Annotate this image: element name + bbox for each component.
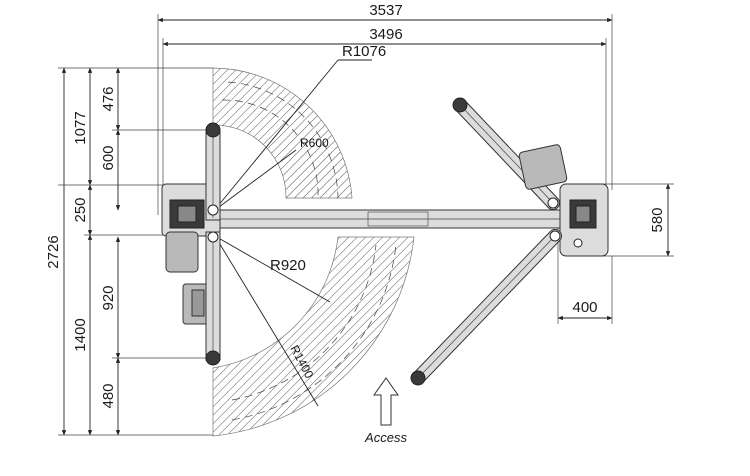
dim-label-400: 400: [572, 299, 597, 316]
dim-label-1077: 1077: [72, 111, 89, 144]
dim-left: [58, 67, 213, 436]
right-column: [559, 183, 609, 257]
dim-label-1400: 1400: [72, 318, 89, 351]
dim-label-250: 250: [72, 197, 89, 222]
left-arms: [205, 122, 221, 366]
right-arm-upper: [452, 97, 568, 210]
lift-pad-icon: [205, 122, 221, 138]
dim-label-476: 476: [100, 86, 117, 111]
dim-label-3496: 3496: [369, 26, 402, 43]
dim-label-3537: 3537: [369, 2, 402, 19]
radius-label-r600: R600: [300, 136, 329, 150]
lift-pad-icon: [410, 370, 426, 386]
dim-label-2726: 2726: [45, 235, 62, 268]
radius-lines: [212, 59, 372, 407]
dim-label-600: 600: [100, 145, 117, 170]
cross-beam: [195, 209, 577, 229]
lift-pad-icon: [205, 350, 221, 366]
swing-area-top: [212, 67, 353, 199]
dim-top: [157, 14, 613, 215]
dim-label-480: 480: [100, 383, 117, 408]
dim-label-920: 920: [100, 285, 117, 310]
access-arrow-icon: [373, 377, 399, 426]
lift-pad-icon: [452, 97, 468, 113]
radius-label-r920: R920: [270, 257, 306, 274]
swing-area-bottom: [212, 236, 415, 437]
right-arm-lower: [410, 229, 562, 386]
radius-label-r1076: R1076: [342, 43, 386, 60]
access-label: Access: [364, 430, 407, 445]
dim-label-580: 580: [649, 207, 666, 232]
